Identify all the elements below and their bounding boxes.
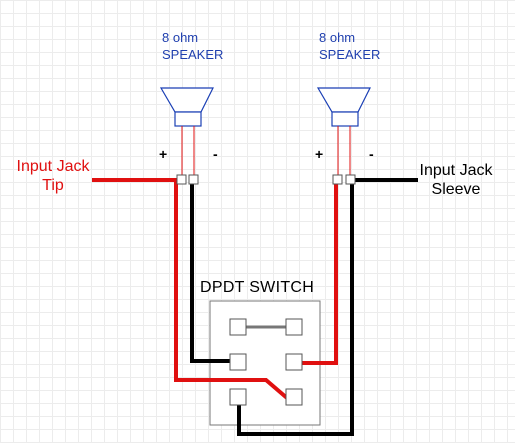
input-tip-line2: Tip: [42, 177, 64, 194]
input-tip-line1: Input Jack: [17, 158, 91, 175]
terminal-speaker2-negative: [345, 174, 356, 185]
wire-sleeve: [237, 178, 418, 436]
terminal-speaker1-positive: [176, 174, 187, 185]
switch-lug-middle-right: [285, 353, 303, 371]
switch-terminals: [229, 318, 303, 406]
speaker-1: 8 ohm SPEAKER + -: [159, 30, 223, 176]
speaker-2-label: SPEAKER: [319, 47, 380, 62]
switch-lug-bottom-left: [229, 388, 247, 406]
speaker-2-plus-label: +: [315, 146, 323, 162]
speaker-terminals: [176, 174, 356, 185]
speaker-1-minus-label: -: [213, 146, 218, 162]
speaker-2-cone: [316, 87, 371, 113]
terminal-speaker1-negative: [188, 174, 199, 185]
speaker-2-rating: 8 ohm: [319, 30, 355, 45]
switch-lug-top-right: [285, 318, 303, 336]
switch-label: DPDT SWITCH: [200, 279, 314, 296]
speaker-2-minus-label: -: [369, 146, 374, 162]
wire-tip: [92, 178, 289, 400]
speaker-1-cone: [159, 87, 214, 113]
switch-lug-middle-left: [229, 353, 247, 371]
speaker-1-rating: 8 ohm: [162, 30, 198, 45]
speaker-1-plus-label: +: [159, 146, 167, 162]
speaker-2-magnet: [331, 111, 359, 127]
speaker-1-label: SPEAKER: [162, 47, 223, 62]
wires: [92, 178, 418, 436]
switch-lug-bottom-right: [285, 388, 303, 406]
terminal-speaker2-positive: [332, 174, 343, 185]
wire-speaker2-positive: [294, 180, 338, 365]
wire-speaker1-negative: [190, 180, 238, 363]
input-sleeve-line1: Input Jack: [420, 162, 494, 179]
switch-lug-top-left: [229, 318, 247, 336]
input-sleeve-line2: Sleeve: [432, 181, 481, 198]
speaker-1-magnet: [174, 111, 202, 127]
speaker-2: 8 ohm SPEAKER + -: [315, 30, 380, 176]
